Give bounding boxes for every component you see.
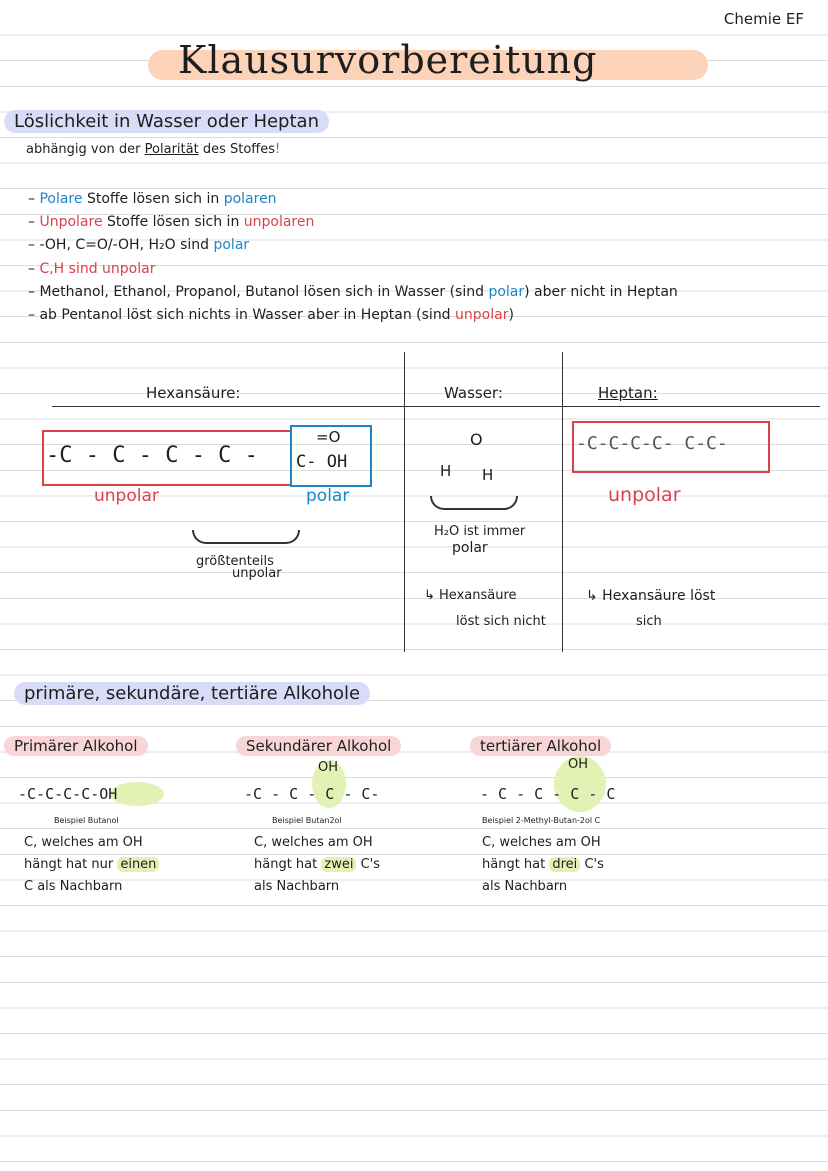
tertiary-alcohol-example: Beispiel 2-Methyl-Butan-2ol C — [482, 816, 601, 825]
table-header-rule — [52, 406, 820, 407]
section-heading-solubility: Löslichkeit in Wasser oder Heptan — [4, 110, 329, 133]
table-column-divider — [404, 352, 405, 652]
water-result: ↳ Hexansäure — [424, 588, 517, 603]
label-heptane-unpolar: unpolar — [608, 484, 681, 506]
column-head-water: Wasser: — [444, 384, 503, 402]
title-highlight — [148, 50, 708, 80]
water-result-detail: löst sich nicht — [456, 614, 546, 629]
heptane-result: ↳ Hexansäure löst — [586, 588, 716, 604]
bullet-item: – Unpolare Stoffe lösen sich in unpolare… — [28, 214, 315, 231]
column-head-heptane: Heptan: — [598, 384, 658, 402]
primary-alcohol-example: Beispiel Butanol — [54, 816, 119, 825]
tertiary-alcohol-description: C, welches am OH hängt hat drei C's als … — [482, 835, 604, 894]
label-polar: polar — [306, 486, 350, 506]
primary-alcohol-formula: -C-C-C-C-OH — [18, 785, 118, 803]
bullet-item: – ab Pentanol löst sich nichts in Wasser… — [28, 307, 514, 324]
hexanoic-chain-formula: -C - C - C - C - — [46, 443, 258, 468]
heptane-box — [572, 421, 770, 473]
bracket-mark — [192, 530, 300, 544]
section-subtitle: abhängig von der Polarität des Stoffes! — [26, 142, 281, 157]
heptane-chain-formula: -C-C-C-C- C-C- — [576, 433, 728, 454]
carbonyl-group: =O — [316, 428, 341, 446]
secondary-alcohol-oh: OH — [318, 760, 339, 775]
bullet-item: – C,H sind unpolar — [28, 260, 156, 277]
water-oxygen: O — [470, 430, 483, 449]
bullet-item: – Methanol, Ethanol, Propanol, Butanol l… — [28, 283, 678, 300]
water-note: H₂O ist immer — [434, 524, 526, 539]
column-head-hexanoic-acid: Hexansäure: — [146, 384, 241, 402]
bullet-item: – Polare Stoffe lösen sich in polaren — [28, 191, 277, 207]
highlight-blob — [110, 782, 164, 806]
table-column-divider — [562, 352, 563, 652]
bracket-mark — [430, 496, 518, 510]
subheading-tertiary-alcohol: tertiärer Alkohol — [470, 736, 612, 756]
bullet-item: – -OH, C=O/-OH, H₂O sind polar — [28, 237, 250, 254]
page-title-text: Klausurvorbereitung — [178, 38, 598, 82]
note-mostly-unpolar: unpolar — [232, 566, 282, 581]
highlight-blob — [554, 756, 606, 812]
subheading-secondary-alcohol: Sekundärer Alkohol — [236, 736, 402, 756]
water-hydrogen-left: H — [440, 462, 452, 480]
water-note-polar: polar — [452, 540, 488, 556]
water-hydrogen-right: H — [482, 466, 494, 484]
secondary-alcohol-formula: -C - C - C - C- — [244, 785, 380, 803]
heptane-result-detail: sich — [636, 614, 662, 629]
section-heading-alcohols: primäre, sekundäre, tertiäre Alkohole — [14, 682, 371, 705]
highlight-blob — [312, 760, 346, 808]
secondary-alcohol-description: C, welches am OH hängt hat zwei C's als … — [254, 835, 381, 894]
subheading-primary-alcohol: Primärer Alkohol — [4, 736, 148, 756]
solubility-bullets: – Polare Stoffe lösen sich in polaren – … — [28, 188, 678, 327]
page-title: Klausurvorbereitung — [148, 38, 708, 86]
tertiary-alcohol-formula: - C - C - C - C — [480, 785, 616, 803]
label-unpolar: unpolar — [94, 486, 159, 506]
polar-part-box — [290, 425, 372, 487]
note-mostly: größtenteils — [196, 554, 274, 569]
course-label: Chemie EF — [723, 10, 804, 28]
secondary-alcohol-example: Beispiel Butan2ol — [272, 816, 342, 825]
primary-alcohol-description: C, welches am OH hängt hat nur einen C a… — [24, 832, 160, 898]
tertiary-alcohol-oh: OH — [568, 757, 589, 772]
carboxyl-group: C- OH — [296, 452, 348, 472]
